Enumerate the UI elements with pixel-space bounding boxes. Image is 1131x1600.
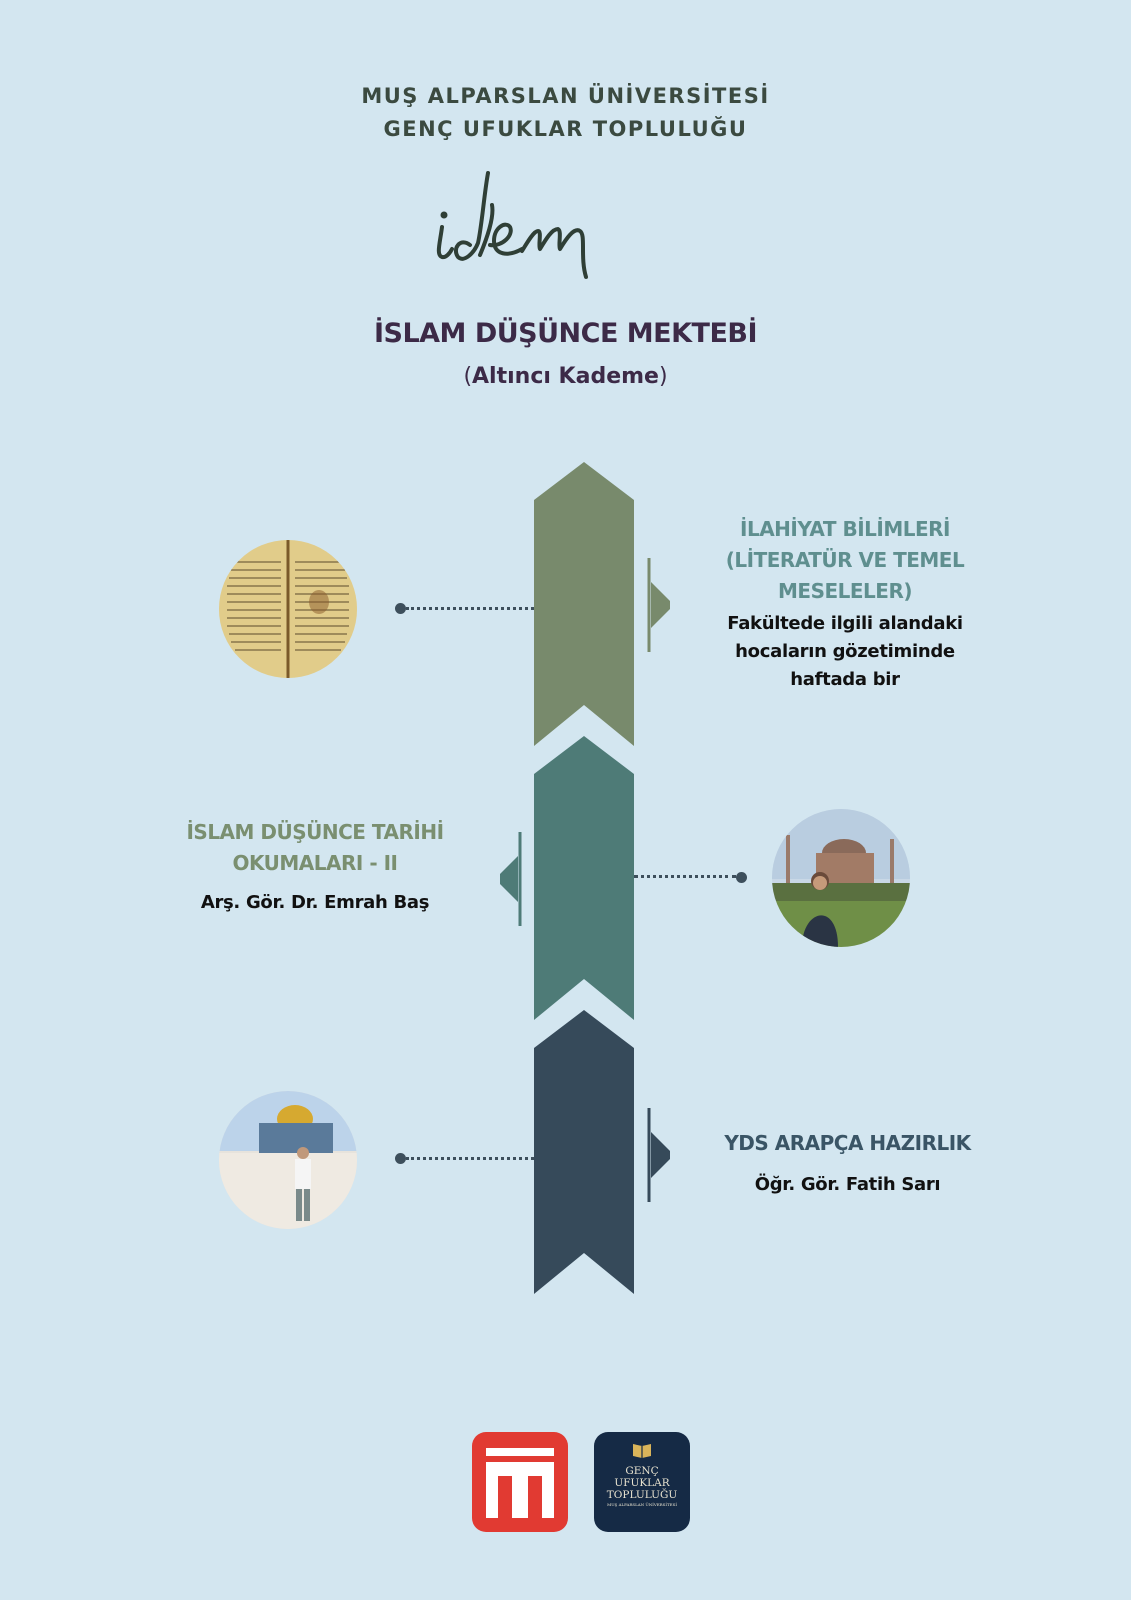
timeline-arrow-3 xyxy=(534,1010,634,1294)
topic-2-title-line: İSLAM DÜŞÜNCE TARİHİ xyxy=(186,820,444,844)
subtitle-open-paren: ( xyxy=(463,364,473,389)
topic-3: YDS ARAPÇA HAZIRLIK Öğr. Gör. Fatih Sarı xyxy=(700,1128,995,1199)
topic-2-title: İSLAM DÜŞÜNCE TARİHİ OKUMALARI - II xyxy=(165,817,465,879)
topic-1-title-line: İLAHİYAT BİLİMLERİ xyxy=(740,517,950,541)
topic-1-title-line: (LİTERATÜR VE TEMEL xyxy=(725,548,965,572)
timeline-pointer-1 xyxy=(651,582,670,628)
community-logo-line: MUŞ ALPARSLAN ÜNİVERSİTESİ xyxy=(607,1502,677,1507)
topic-2: İSLAM DÜŞÜNCE TARİHİ OKUMALARI - II Arş.… xyxy=(165,817,465,917)
topic-1-info-line: Fakültede ilgili alandaki xyxy=(727,613,963,634)
timeline-pointer-2 xyxy=(500,856,518,902)
university-logo xyxy=(472,1432,568,1532)
topic-3-title: YDS ARAPÇA HAZIRLIK xyxy=(700,1128,995,1159)
community-logo-line: GENÇ xyxy=(625,1465,659,1477)
topic-3-info: Öğr. Gör. Fatih Sarı xyxy=(700,1171,995,1199)
community-name: GENÇ UFUKLAR TOPLULUĞU xyxy=(383,117,748,141)
timeline xyxy=(500,462,670,1294)
organization-header: MUŞ ALPARSLAN ÜNİVERSİTESİ GENÇ UFUKLAR … xyxy=(0,80,1131,146)
subtitle-text: Altıncı Kademe xyxy=(472,364,659,389)
idem-brand-logo xyxy=(436,171,588,279)
community-logo: GENÇ UFUKLAR TOPLULUĞU MUŞ ALPARSLAN ÜNİ… xyxy=(594,1432,690,1532)
connector-line-1 xyxy=(406,607,534,610)
connector-dot-3 xyxy=(395,1153,406,1164)
community-logo-text: GENÇ UFUKLAR TOPLULUĞU MUŞ ALPARSLAN ÜNİ… xyxy=(594,1465,690,1509)
topic-1-title: İLAHİYAT BİLİMLERİ (LİTERATÜR VE TEMEL M… xyxy=(700,514,990,607)
topic-2-title-line: OKUMALARI - II xyxy=(232,851,398,875)
topic-2-info: Arş. Gör. Dr. Emrah Baş xyxy=(165,889,465,917)
topic-1-info-line: haftada bir xyxy=(790,669,900,690)
university-logo-mark xyxy=(486,1448,554,1518)
manuscript-photo xyxy=(219,540,357,678)
timeline-pointer-3 xyxy=(651,1132,670,1178)
topic-2-info-line: Arş. Gör. Dr. Emrah Baş xyxy=(200,892,430,913)
dome-of-the-rock-photo xyxy=(219,1091,357,1229)
university-name: MUŞ ALPARSLAN ÜNİVERSİTESİ xyxy=(361,84,770,108)
topic-1-title-line: MESELELER) xyxy=(778,579,912,603)
open-book-icon xyxy=(633,1444,651,1458)
connector-dot-1 xyxy=(395,603,406,614)
page-subtitle: (Altıncı Kademe) xyxy=(0,364,1131,389)
topic-1: İLAHİYAT BİLİMLERİ (LİTERATÜR VE TEMEL M… xyxy=(700,514,990,694)
topic-3-info-line: Öğr. Gör. Fatih Sarı xyxy=(754,1174,941,1195)
subtitle-close-paren: ) xyxy=(658,364,668,389)
topic-1-info-line: hocaların gözetiminde xyxy=(735,641,955,662)
community-logo-line: UFUKLAR xyxy=(614,1477,670,1489)
topic-1-info: Fakültede ilgili alandaki hocaların göze… xyxy=(700,610,990,694)
connector-dot-2 xyxy=(736,872,747,883)
manuscript-image xyxy=(219,540,357,678)
community-logo-content: GENÇ UFUKLAR TOPLULUĞU MUŞ ALPARSLAN ÜNİ… xyxy=(594,1432,690,1509)
connector-line-3 xyxy=(406,1157,534,1160)
timeline-arrow-2 xyxy=(534,736,634,1020)
idem-dot xyxy=(440,211,448,219)
hagia-sophia-photo xyxy=(772,809,910,947)
topic-3-title-line: YDS ARAPÇA HAZIRLIK xyxy=(724,1131,971,1155)
timeline-arrow-1 xyxy=(534,462,634,746)
page-title: İSLAM DÜŞÜNCE MEKTEBİ xyxy=(373,318,758,349)
community-logo-line: TOPLULUĞU xyxy=(606,1489,678,1501)
hagia-sophia-image xyxy=(772,809,910,947)
connector-line-2 xyxy=(634,875,736,878)
dome-of-the-rock-image xyxy=(219,1091,357,1229)
